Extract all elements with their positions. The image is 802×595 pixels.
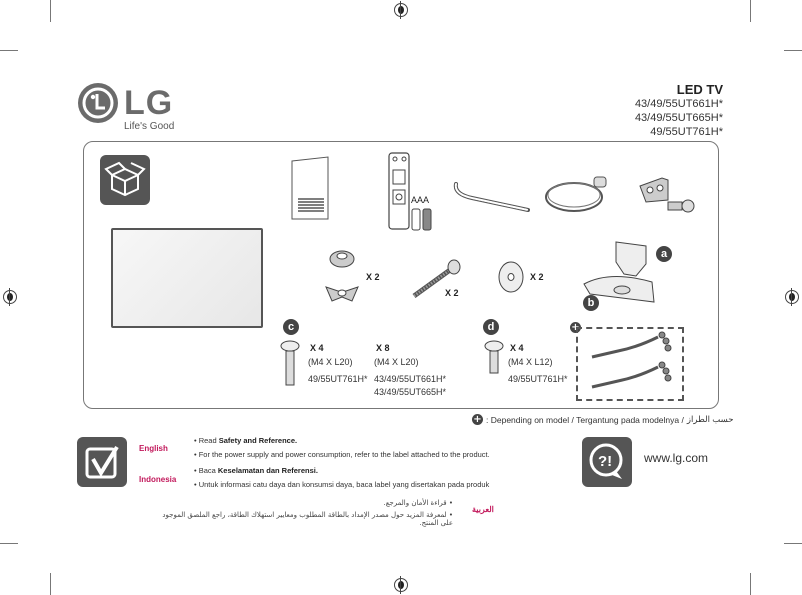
lg-logo: LG [78,83,173,123]
cable-clamp-icon [638,172,698,226]
screw-c-quantity: X 4 [310,343,324,353]
washer-quantity: X 2 [530,272,544,282]
crop-mark [750,0,751,22]
language-english: English [139,444,168,453]
brand-name: LG [124,83,174,122]
screw-group-d-badge: d [483,319,499,335]
checkmark-icon [77,437,127,487]
model-list: 43/49/55UT661H* 43/49/55UT665H* 49/55UT7… [635,97,723,139]
stand-label-a: a [656,246,672,262]
crop-mark [784,543,802,544]
screw-long-icon [280,340,300,392]
optional-cables-box [576,327,684,401]
manual-icon [290,155,332,225]
brand-tagline: Life's Good [124,121,175,132]
crop-mark [784,50,802,51]
wing-nut-icon [322,245,362,311]
model-number: 43/49/55UT665H* [634,112,723,124]
crop-mark [750,573,751,595]
svg-text:?!: ?! [598,453,612,470]
washer-icon [496,260,526,298]
language-arabic: العربية [472,505,494,514]
arabic-line-1: • قراءة الأمان والمرجع. [383,499,453,507]
plus-circle-icon: + [472,413,483,425]
screw-d-spec: (M4 X L12) 49/55UT761H* [508,357,568,384]
indonesia-line-2: • Untuk informasi catu daya dan konsumsi… [194,480,490,489]
screw-c-spec: (M4 X L20) 49/55UT761H* [308,357,368,384]
screw-x8-spec: (M4 X L20) 43/49/55UT661H* 43/49/55UT665… [374,357,447,397]
model-number: 43/49/55UT661H* [634,98,723,110]
help-bubble-icon: ?! [582,437,632,487]
registration-mark-icon [394,1,408,19]
bolt-quantity: X 2 [445,288,459,298]
battery-label: AAA [411,195,430,205]
accessories-frame [83,141,719,409]
arabic-line-2: • لمعرفة المزيد حول مصدر الإمداد بالطاقة… [162,511,453,527]
screw-x8-quantity: X 8 [376,343,390,353]
english-line-1: • Read Safety and Reference. [194,436,298,445]
registration-mark-icon [785,288,799,306]
screw-d-quantity: X 4 [510,343,524,353]
bolt-icon [410,258,462,304]
website-link[interactable]: www.lg.com [644,451,709,465]
model-number: 49/55UT761H* [650,126,723,138]
battery-icon [411,207,433,235]
screw-group-c-badge: c [283,319,299,335]
stand-icon [580,240,660,314]
indonesia-line-1: • Baca Keselamatan dan Referensi. [194,466,318,475]
crop-mark [0,50,18,51]
remote-control-icon [387,152,411,234]
tv-illustration [111,228,263,328]
registration-mark-icon [394,576,408,594]
wing-nut-quantity: X 2 [366,272,380,282]
footnote: + : Depending on model / Tergantung pada… [472,413,734,425]
crop-mark [50,573,51,595]
crop-mark [0,543,18,544]
lg-face-icon [78,83,118,123]
screw-short-icon [484,340,504,380]
stand-label-b: b [583,295,599,311]
language-indonesia: Indonesia [139,475,177,484]
crop-mark [50,0,51,22]
optional-plus-icon: + [570,321,581,333]
english-line-2: • For the power supply and power consump… [194,450,490,459]
power-cord-icon [542,173,612,221]
registration-mark-icon [3,288,17,306]
open-box-icon [100,155,150,205]
cable-holder-icon [452,180,532,220]
product-title: LED TV [676,82,723,97]
